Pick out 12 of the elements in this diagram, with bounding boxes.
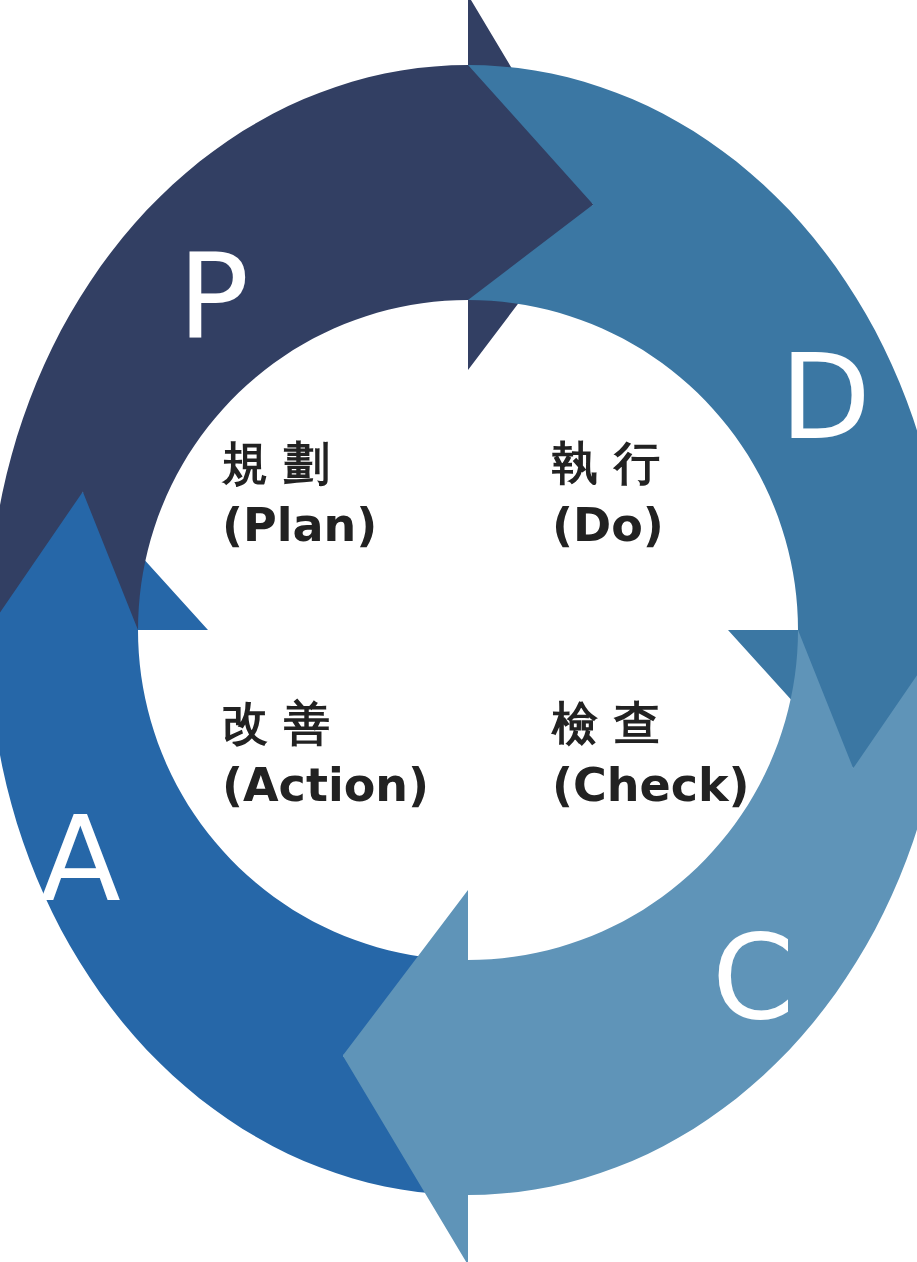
- letter: A: [40, 800, 121, 918]
- label-text: 改 善: [222, 700, 330, 746]
- letter: D: [780, 338, 871, 456]
- label-text: (Action): [222, 762, 430, 808]
- label-text: (Do): [552, 502, 664, 548]
- letter: P: [178, 238, 250, 356]
- letter: C: [712, 918, 795, 1036]
- label-text: 執 行: [552, 440, 660, 486]
- label-text: 檢 查: [552, 700, 660, 746]
- label-text: (Plan): [222, 502, 378, 548]
- label-text: (Check): [552, 762, 750, 808]
- label-text: 規 劃: [222, 440, 330, 486]
